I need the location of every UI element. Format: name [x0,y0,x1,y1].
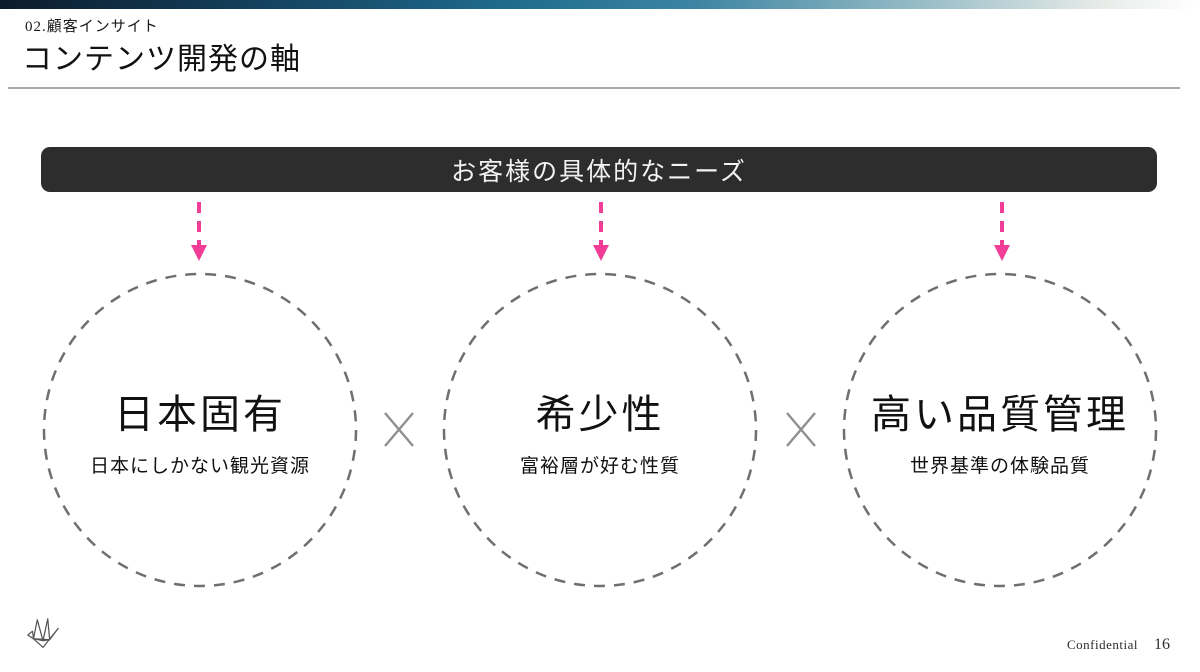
circle-content: 希少性 富裕層が好む性質 [441,271,759,589]
circle-content: 日本固有 日本にしかない観光資源 [41,271,359,589]
section-eyebrow: 02.顧客インサイト [25,19,159,35]
footer: Confidential 16 [1067,636,1170,654]
circle-title: 高い品質管理 [871,391,1129,437]
axis-circle-japan-unique: 日本固有 日本にしかない観光資源 [41,271,359,589]
dashed-circle-outline [42,272,358,588]
circle-subtitle: 世界基準の体験品質 [909,455,1090,477]
dashed-circle-outline [442,272,758,588]
page-title: コンテンツ開発の軸 [22,43,301,76]
page-number: 16 [1154,636,1170,653]
circle-title: 日本固有 [114,391,286,437]
axis-circle-rarity: 希少性 富裕層が好む性質 [441,271,759,589]
down-arrow-icon [189,201,209,263]
needs-banner: お客様の具体的なニーズ [41,147,1157,192]
dashed-circle-outline [842,272,1158,588]
circle-title: 希少性 [535,391,665,437]
multiply-operator-icon [783,409,819,449]
needs-banner-label: お客様の具体的なニーズ [451,158,747,186]
circle-subtitle: 富裕層が好む性質 [519,455,680,477]
title-divider [8,87,1180,89]
circle-content: 高い品質管理 世界基準の体験品質 [841,271,1159,589]
down-arrow-icon [591,201,611,263]
origami-crane-logo [24,616,62,654]
circle-subtitle: 日本にしかない観光資源 [89,455,310,477]
down-arrow-icon [992,201,1012,263]
axis-circle-quality: 高い品質管理 世界基準の体験品質 [841,271,1159,589]
confidential-label: Confidential [1067,637,1138,652]
multiply-operator-icon [381,409,417,449]
top-gradient-bar [0,0,1200,9]
